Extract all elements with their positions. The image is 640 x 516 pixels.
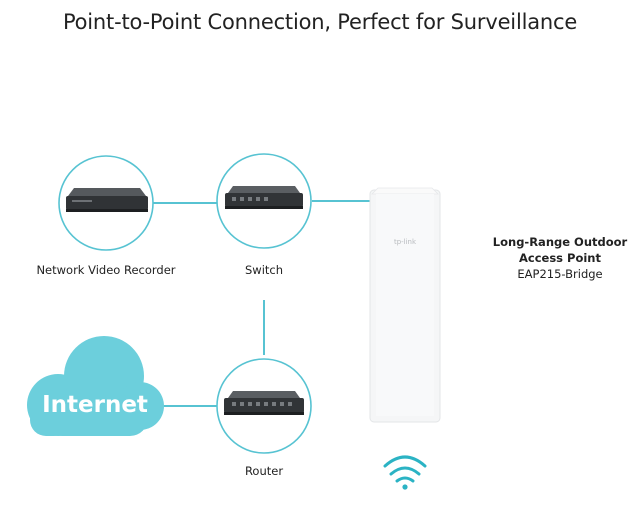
switch-device-icon [225,186,303,209]
wireless-signal-icon [383,455,427,490]
internet-label: Internet [42,392,148,418]
nvr-device-icon [66,188,148,212]
nvr-label: Network Video Recorder [36,263,176,277]
ap-label-line1: Long-Range Outdoor [492,235,628,249]
diagram-title: Point-to-Point Connection, Perfect for S… [62,10,578,34]
nvr-node [58,155,154,251]
connectors [153,200,372,407]
internet-cloud-icon [27,336,164,436]
router-label: Router [244,464,284,478]
ap-label-line2: Access Point [519,251,601,265]
router-node [216,358,312,454]
switch-node [216,153,312,249]
access-point-label: Long-Range Outdoor Access Point EAP215-B… [478,234,640,282]
tp-link-logo: tp-link [394,238,417,246]
ap-model: EAP215-Bridge [517,267,603,281]
switch-label: Switch [244,263,284,277]
router-device-icon [224,391,304,415]
access-point-device: tp-link [369,187,441,423]
